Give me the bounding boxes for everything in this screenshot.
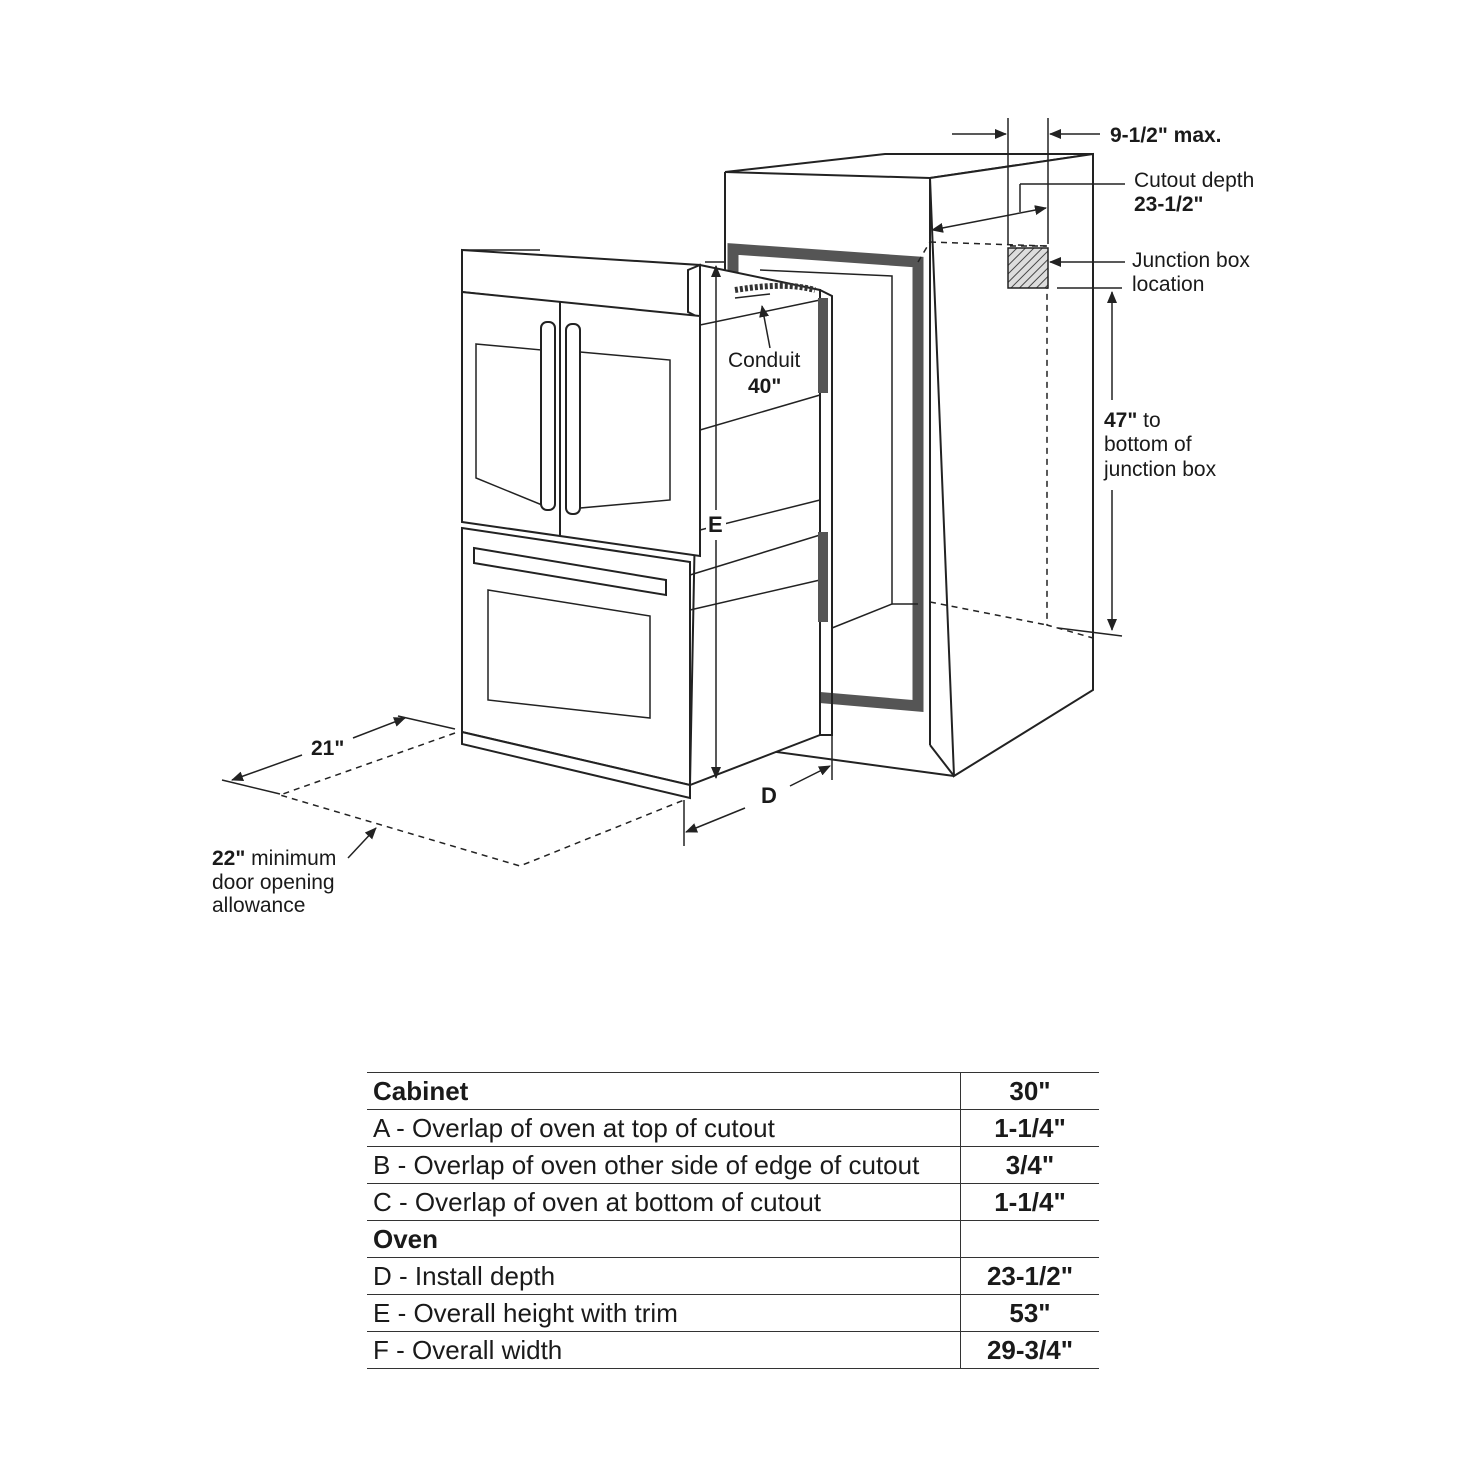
- dimension-d-label: D: [761, 783, 777, 808]
- height-value: 47": [1104, 409, 1137, 432]
- table-row: Cabinet 30": [367, 1072, 1099, 1110]
- height-to: to: [1137, 409, 1160, 432]
- row-value: 3/4": [960, 1146, 1099, 1184]
- oven: [461, 248, 833, 800]
- height-label-2: bottom of: [1104, 433, 1192, 456]
- row-label: Cabinet: [367, 1072, 961, 1110]
- row-value: 23-1/2": [960, 1257, 1099, 1295]
- row-label: Oven: [367, 1220, 961, 1258]
- door-label-1: 22" minimum: [212, 847, 336, 870]
- diagram-labels: 9-1/2" max. Cutout depth 23-1/2" Junctio…: [212, 124, 1254, 917]
- row-label: D - Install depth: [367, 1257, 961, 1295]
- table-row: D - Install depth 23-1/2": [367, 1257, 1099, 1295]
- row-label: B - Overlap of oven other side of edge o…: [367, 1146, 961, 1184]
- table-row: Oven: [367, 1220, 1099, 1258]
- height-label-3: junction box: [1103, 458, 1217, 481]
- cutout-depth-title: Cutout depth: [1134, 169, 1254, 192]
- row-value: 29-3/4": [960, 1331, 1099, 1369]
- door-label-3: allowance: [212, 894, 305, 917]
- door-minimum: minimum: [245, 847, 336, 870]
- table-row: B - Overlap of oven other side of edge o…: [367, 1146, 1099, 1184]
- row-label: C - Overlap of oven at bottom of cutout: [367, 1183, 961, 1221]
- cutout-depth-value: 23-1/2": [1134, 193, 1204, 216]
- conduit-title: Conduit: [728, 349, 801, 372]
- max-width-label: 9-1/2" max.: [1110, 124, 1222, 147]
- spec-table: Cabinet 30" A - Overlap of oven at top o…: [367, 1072, 1099, 1369]
- height-label-1: 47" to: [1104, 409, 1161, 432]
- row-value: 53": [960, 1294, 1099, 1332]
- installation-diagram: 9-1/2" max. Cutout depth 23-1/2" Junctio…: [212, 118, 1254, 917]
- table-row: C - Overlap of oven at bottom of cutout …: [367, 1183, 1099, 1221]
- junction-box: [1007, 247, 1049, 289]
- door-label-2: door opening: [212, 871, 335, 894]
- dimension-lines: [221, 118, 1125, 867]
- row-value: [960, 1220, 1099, 1258]
- row-label: A - Overlap of oven at top of cutout: [367, 1109, 961, 1147]
- junction-box-label-1: Junction box: [1132, 249, 1250, 272]
- conduit-value: 40": [748, 375, 781, 398]
- row-value: 30": [960, 1072, 1099, 1110]
- junction-box-label-2: location: [1132, 273, 1204, 296]
- table-row: A - Overlap of oven at top of cutout 1-1…: [367, 1109, 1099, 1147]
- dimension-21-label: 21": [311, 737, 344, 760]
- table-row: F - Overall width 29-3/4": [367, 1331, 1099, 1369]
- row-label: E - Overall height with trim: [367, 1294, 961, 1332]
- table-row: E - Overall height with trim 53": [367, 1294, 1099, 1332]
- door-value: 22": [212, 847, 245, 870]
- row-value: 1-1/4": [960, 1183, 1099, 1221]
- dimension-e-label: E: [708, 512, 723, 537]
- row-label: F - Overall width: [367, 1331, 961, 1369]
- row-value: 1-1/4": [960, 1109, 1099, 1147]
